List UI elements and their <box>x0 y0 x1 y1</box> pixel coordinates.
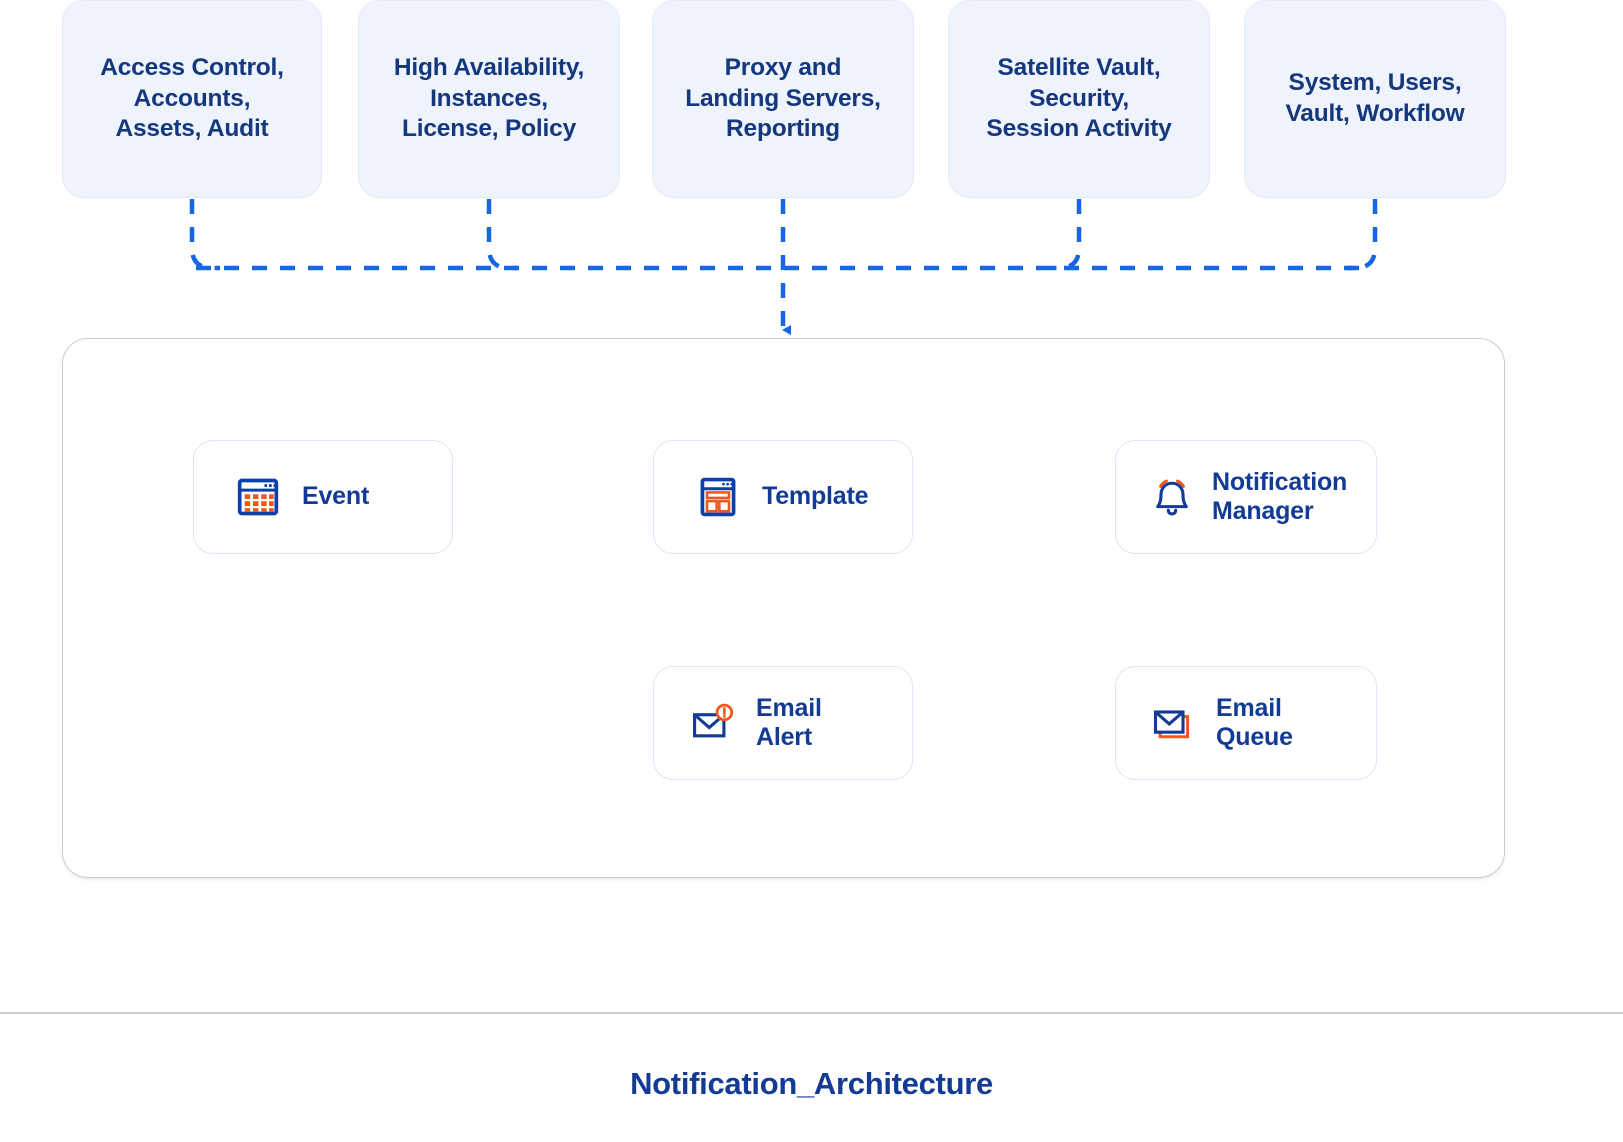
calendar-window-icon <box>236 475 280 519</box>
connector-high-availability <box>486 199 517 271</box>
flow-node-email-queue[interactable]: Email Queue <box>1115 666 1377 780</box>
source-box-label: Proxy and Landing Servers, Reporting <box>685 53 881 143</box>
flow-node-email-alert[interactable]: Email Alert <box>653 666 913 780</box>
source-box-high-availability[interactable]: High Availability, Instances, License, P… <box>358 0 620 198</box>
source-box-access-control[interactable]: Access Control, Accounts, Assets, Audit <box>62 0 322 198</box>
flow-node-label: Notification Manager <box>1212 467 1348 526</box>
email-queue-icon <box>1150 701 1194 745</box>
source-box-proxy-landing[interactable]: Proxy and Landing Servers, Reporting <box>652 0 914 198</box>
source-boxes-row: Access Control, Accounts, Assets, Audit … <box>0 0 1623 200</box>
bell-icon <box>1150 475 1194 519</box>
flow-node-label: Email Queue <box>1216 693 1293 752</box>
source-box-label: Access Control, Accounts, Assets, Audit <box>100 53 284 143</box>
flow-node-notification-manager[interactable]: Notification Manager <box>1115 440 1377 554</box>
email-alert-icon <box>690 701 734 745</box>
diagram-caption: Notification_Architecture <box>630 1066 993 1101</box>
connector-satellite-vault <box>1051 199 1082 271</box>
flow-node-label: Email Alert <box>756 693 822 752</box>
flow-node-label: Event <box>302 482 370 511</box>
connector-access-control <box>189 199 220 271</box>
connector-system-users <box>1347 199 1378 271</box>
source-box-label: Satellite Vault, Security, Session Activ… <box>986 53 1172 143</box>
footer-divider <box>0 1012 1623 1014</box>
source-box-satellite-vault[interactable]: Satellite Vault, Security, Session Activ… <box>948 0 1210 198</box>
source-box-system-users[interactable]: System, Users, Vault, Workflow <box>1244 0 1506 198</box>
source-box-label: High Availability, Instances, License, P… <box>393 53 585 143</box>
template-window-icon <box>696 475 740 519</box>
source-box-label: System, Users, Vault, Workflow <box>1285 69 1465 127</box>
flow-node-template[interactable]: Template <box>653 440 913 554</box>
notification-flow-container <box>62 338 1505 878</box>
flow-node-label: Template <box>762 482 869 511</box>
flow-node-event[interactable]: Event <box>193 440 453 554</box>
